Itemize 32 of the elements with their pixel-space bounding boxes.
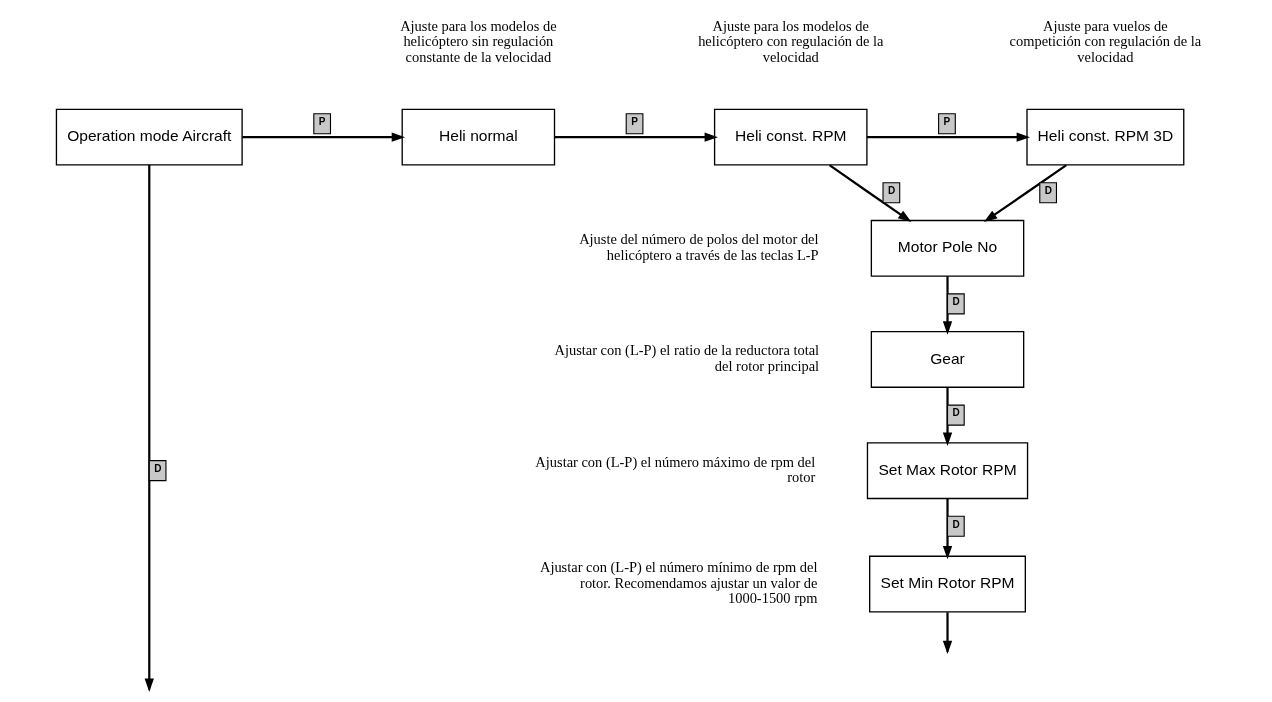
edge-label: D: [952, 407, 960, 419]
node-label: Ajustar con (L-P) el número máximo de rpm del rotor: [534, 453, 815, 486]
node-box: Operation mode Aircraft: [55, 108, 243, 166]
edge-label: P: [318, 116, 325, 128]
edge-label: P: [630, 116, 638, 128]
node-label: Ajuste del número de polos del motor del helicóptero a través de las teclas L-P: [578, 231, 819, 263]
node-box: Set Max Rotor RPM: [866, 442, 1028, 500]
edge-label: D: [952, 296, 960, 308]
node-box: Gear: [870, 331, 1024, 388]
edge-label: D: [1044, 185, 1052, 197]
edge-label: P: [943, 116, 950, 128]
edge-label: D: [153, 463, 162, 474]
node-box: Heli normal: [401, 108, 555, 166]
node-box: Motor Pole No: [870, 219, 1024, 277]
arrow: [942, 276, 952, 335]
arrow: [866, 132, 1030, 142]
node-label: Ajuste para los modelos de helicóptero con regulación de la velocidad: [697, 17, 883, 65]
arrow: [942, 612, 952, 655]
node-box: Set Min Rotor RPM: [868, 555, 1026, 613]
node-label: Ajustar con (L-P) el número mínimo de rpm del rotor. Recomendamos ajustar un valor de 1000-1500 rpm: [539, 559, 817, 607]
arrow: [241, 132, 405, 142]
node-label: Ajuste para vuelos de competición con regulación de la velocidad: [1009, 17, 1201, 65]
arrow: [942, 387, 952, 446]
node-label: Ajuste para los modelos de helicóptero sin regulación constante de la velocidad: [399, 17, 557, 65]
node-box: Heli const. RPM: [713, 108, 868, 166]
node-label: Ajustar con (L-P) el ratio de la reductora total del rotor principal: [554, 342, 819, 375]
edge-label: D: [887, 185, 895, 197]
arrow: [554, 132, 718, 142]
node-box: Heli const. RPM 3D: [1025, 108, 1184, 166]
arrow: [942, 498, 952, 560]
edge-label: D: [952, 518, 960, 530]
arrow: [828, 164, 911, 223]
